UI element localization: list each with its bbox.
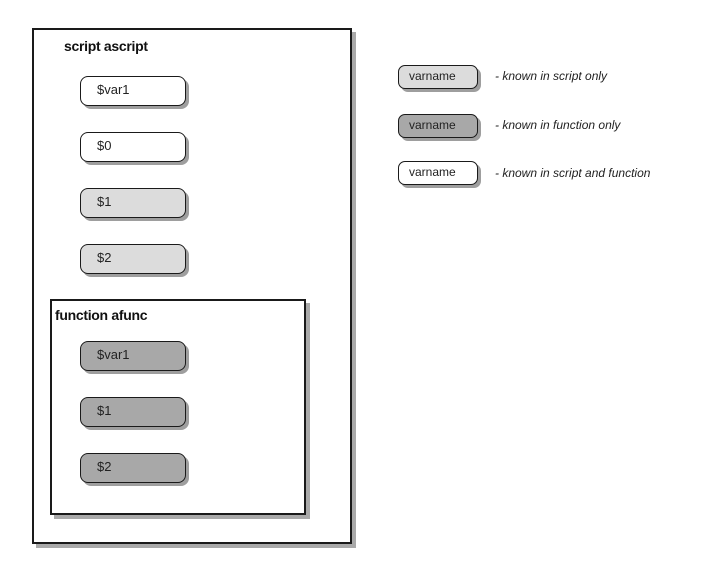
function-var-1: $1 — [80, 397, 186, 427]
script-var-0: $0 — [80, 132, 186, 162]
script-var-var1-label: $var1 — [97, 82, 130, 97]
legend-script-only-text: - known in script only — [495, 69, 608, 83]
function-box-title: function afunc — [55, 307, 148, 323]
function-box: function afunc $var1 $1 $2 — [50, 299, 306, 515]
script-box: script ascript $var1 $0 $1 $2 function a… — [32, 28, 352, 544]
legend-both-label: varname — [409, 165, 456, 179]
legend-function-only-label: varname — [409, 118, 456, 132]
script-var-2: $2 — [80, 244, 186, 274]
function-var-1-label: $1 — [97, 403, 112, 418]
legend-function-only-swatch: varname — [398, 114, 478, 138]
function-var-2: $2 — [80, 453, 186, 483]
script-var-2-label: $2 — [97, 250, 112, 265]
script-box-title: script ascript — [64, 38, 148, 54]
script-var-0-label: $0 — [97, 138, 112, 153]
script-var-1: $1 — [80, 188, 186, 218]
legend-function-only-text: - known in function only — [495, 118, 621, 132]
legend-both-swatch: varname — [398, 161, 478, 185]
script-var-var1: $var1 — [80, 76, 186, 106]
legend-script-only-swatch: varname — [398, 65, 478, 89]
legend-both-text: - known in script and function — [495, 166, 651, 180]
legend-script-only-label: varname — [409, 69, 456, 83]
function-var-var1-label: $var1 — [97, 347, 130, 362]
function-var-var1: $var1 — [80, 341, 186, 371]
script-var-1-label: $1 — [97, 194, 112, 209]
function-var-2-label: $2 — [97, 459, 112, 474]
